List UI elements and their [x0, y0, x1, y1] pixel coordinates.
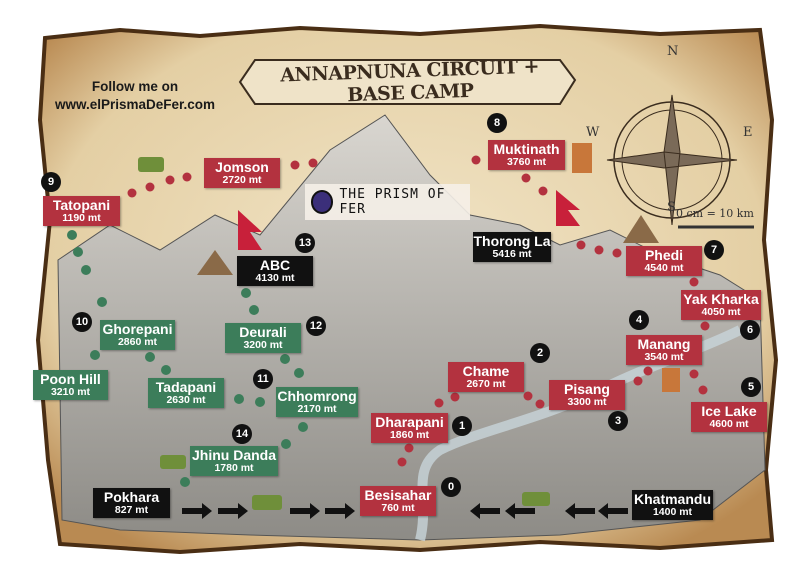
stage-number-marker: 8 [487, 113, 507, 133]
stage-number-marker: 12 [306, 316, 326, 336]
stage-number-marker: 4 [629, 310, 649, 330]
waypoint-name: ABC [259, 257, 291, 273]
nepal-flag-icon [238, 190, 580, 250]
waypoint-altitude: 3200 mt [243, 338, 283, 351]
stage-number-marker: 0 [441, 477, 461, 497]
stage-number-marker: 1 [452, 416, 472, 436]
waypoint-altitude: 2720 mt [222, 173, 262, 186]
waypoint-altitude: 4050 mt [701, 305, 741, 318]
direction-arrows [182, 503, 628, 519]
stage-number-marker: 6 [740, 320, 760, 340]
stage-number-marker: 2 [530, 343, 550, 363]
waypoint-altitude: 760 mt [381, 501, 415, 514]
waypoint-altitude: 2670 mt [466, 377, 506, 390]
temple-icon [572, 143, 680, 392]
map-scale: 0 cm = 10 km [676, 207, 754, 220]
waypoint-name: Phedi [644, 247, 684, 263]
waypoint-name: Chame [462, 363, 510, 379]
brand-logo: THE PRISM OF FER [305, 184, 470, 220]
stage-number-marker: 14 [232, 424, 252, 444]
logo-icon [311, 190, 334, 214]
bus-icon [138, 157, 550, 510]
stage-number-marker: 7 [704, 240, 724, 260]
website-link[interactable]: www.elPrismaDeFer.com [54, 96, 216, 112]
base-camp-dots [67, 230, 308, 487]
waypoint-name: Tatopani [52, 197, 111, 213]
waypoint-altitude: 3210 mt [50, 385, 91, 398]
waypoint-name: Thorong La [473, 233, 551, 249]
compass-south: S [667, 200, 676, 215]
waypoint-name: Chhomrong [277, 388, 357, 404]
logo-text: THE PRISM OF FER [339, 187, 446, 217]
waypoint-name: Pokhara [103, 489, 160, 505]
waypoint-altitude: 1400 mt [652, 505, 693, 518]
waypoint-altitude: 2630 mt [166, 393, 206, 406]
waypoint-name: Ice Lake [701, 403, 757, 419]
waypoint-name: Muktinath [493, 141, 560, 157]
follow-line: Follow me on [91, 79, 179, 94]
waypoint-altitude: 4130 mt [255, 271, 295, 284]
title-banner [238, 59, 577, 105]
waypoint-altitude: 827 mt [114, 503, 149, 516]
stage-number-marker: 5 [741, 377, 761, 397]
waypoint-name: Manang [637, 336, 691, 352]
compass-rose [606, 94, 738, 226]
waypoint-altitude: 4600 mt [709, 417, 749, 430]
waypoint-name: Deurali [239, 324, 287, 340]
route-dots [127, 155, 710, 467]
waypoint-name: Besisahar [364, 487, 432, 503]
waypoint-altitude: 2860 mt [117, 335, 158, 348]
waypoint-altitude: 3300 mt [567, 395, 607, 408]
waypoint-name: Yak Kharka [683, 291, 759, 307]
waypoint-name: Ghorepani [102, 321, 173, 337]
stage-number-marker: 11 [253, 369, 273, 389]
stage-number-marker: 13 [295, 233, 315, 253]
waypoint-name: Jomson [215, 159, 269, 175]
compass-north: N [667, 44, 679, 59]
waypoint-altitude: 3760 mt [506, 155, 547, 168]
waypoint-altitude: 2170 mt [297, 402, 337, 415]
waypoint-name: Khatmandu [634, 491, 711, 507]
hut-icon [197, 215, 659, 275]
stage-number-marker: 3 [608, 411, 628, 431]
follow-text: Follow me on www.elPrismaDeFer.com [40, 78, 230, 113]
waypoint-altitude: 1860 mt [389, 428, 430, 441]
waypoint-altitude: 4540 mt [644, 261, 684, 274]
compass-west: W [586, 125, 600, 140]
waypoint-name: Jhinu Danda [191, 447, 276, 463]
waypoint-altitude: 5416 mt [492, 247, 532, 260]
waypoint-altitude: 1780 mt [214, 461, 254, 474]
waypoint-name: Poon Hill [40, 371, 101, 387]
waypoint-altitude: 3540 mt [644, 350, 684, 363]
stage-number-marker: 9 [41, 172, 61, 192]
waypoint-name: Dharapani [375, 414, 444, 430]
waypoint-name: Tadapani [155, 379, 217, 395]
compass-east: E [743, 125, 753, 140]
waypoint-altitude: 1190 mt [62, 211, 101, 224]
stage-number-marker: 10 [72, 312, 92, 332]
waypoint-name: Pisang [564, 381, 610, 397]
